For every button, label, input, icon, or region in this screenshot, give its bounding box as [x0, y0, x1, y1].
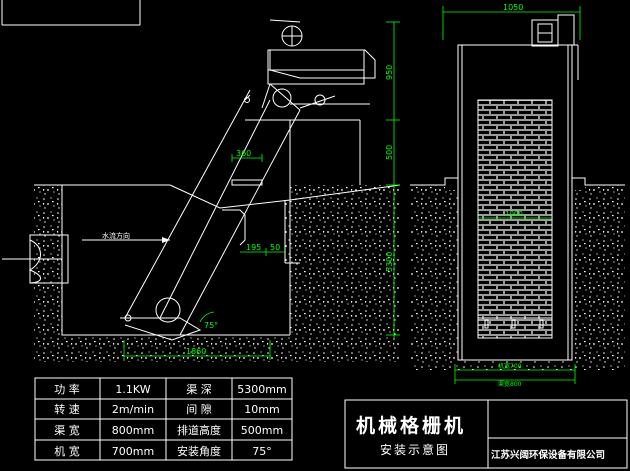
- dim-machine-width: 机宽700: [498, 362, 522, 370]
- drawing-title: 机械格栅机: [356, 414, 466, 437]
- flow-label: 水流方向: [102, 231, 130, 240]
- dim-angle: 75°: [204, 321, 218, 330]
- spec-value: 500mm: [241, 424, 283, 437]
- soil-fill: [34, 185, 400, 362]
- spec-value: 2m/min: [112, 403, 154, 416]
- title-block-fragment: [1, 0, 141, 26]
- spec-value: 5300mm: [237, 383, 286, 396]
- spec-value: 700mm: [112, 445, 154, 458]
- spec-value: 75°: [252, 445, 272, 458]
- title-block: 机械格栅机 安装示意图 江苏兴阔环保设备有限公司: [344, 399, 628, 469]
- drive-head: [261, 19, 376, 111]
- front-soil: [410, 185, 625, 370]
- dim-195: 195: [246, 243, 261, 252]
- spec-label: 间 隙: [186, 402, 212, 416]
- inlet-pipe: [2, 234, 69, 284]
- flow-arrow: 水流方向: [82, 231, 170, 243]
- company-name: 江苏兴阔环保设备有限公司: [491, 449, 605, 461]
- dim-50: 50: [270, 243, 280, 252]
- bottom-sprocket: [155, 297, 181, 323]
- side-view: 水流方向: [2, 19, 401, 362]
- dim-500: 500: [385, 145, 394, 160]
- front-dimension-lines: [442, 6, 581, 384]
- dim-1000: 1000: [505, 210, 523, 218]
- spec-value: 800mm: [112, 424, 154, 437]
- dim-channel-width: 渠宽800: [498, 380, 522, 388]
- inclined-frame: [120, 89, 320, 341]
- drawing-subtitle: 安装示意图: [380, 442, 450, 457]
- dim-360: 360: [236, 149, 251, 158]
- dim-950: 950: [385, 65, 394, 80]
- spec-label: 机 宽: [54, 444, 80, 458]
- spec-label: 转 速: [54, 402, 80, 416]
- spec-label: 安装角度: [177, 444, 221, 458]
- front-view: 1050 1000 机宽700 渠宽800: [410, 3, 625, 388]
- front-frame: [457, 14, 579, 361]
- spec-value: 10mm: [244, 403, 279, 416]
- side-dimension-lines: [123, 21, 400, 360]
- spec-table: 功 率 1.1KW 渠 深 5300mm 转 速 2m/min 间 隙 10mm 渠 宽 800m…: [34, 377, 293, 461]
- spec-label: 功 率: [54, 382, 80, 396]
- spec-label: 排道高度: [177, 423, 221, 437]
- dim-5300: 5300: [385, 252, 394, 272]
- spec-label: 渠 宽: [54, 423, 80, 437]
- dim-1050: 1050: [503, 3, 523, 12]
- dim-1860: 1860: [186, 347, 206, 356]
- spec-label: 渠 深: [186, 383, 212, 396]
- spec-value: 1.1KW: [115, 383, 150, 396]
- bottom-pin: [124, 314, 132, 322]
